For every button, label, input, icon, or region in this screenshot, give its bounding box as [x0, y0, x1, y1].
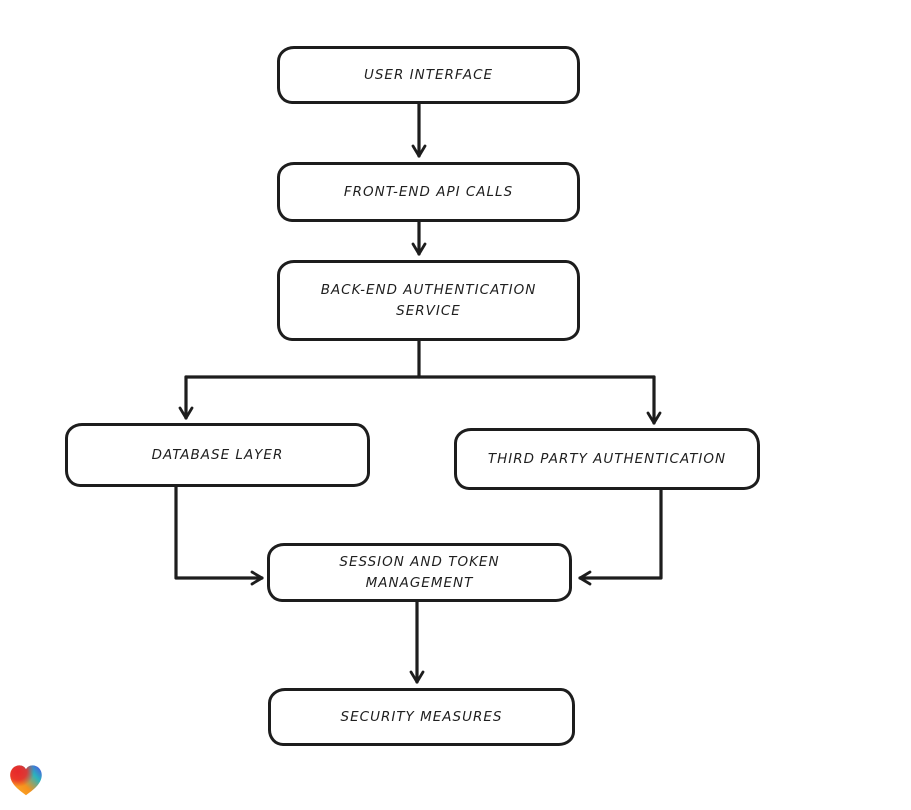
node-user-interface: USER INTERFACE: [277, 46, 580, 104]
node-front-end-api-calls-label: FRONT-END API CALLS: [343, 183, 514, 200]
node-database-layer-label: DATABASE LAYER: [151, 446, 284, 463]
node-session-and-token-management-label: SESSION AND TOKEN MANAGEMENT: [339, 553, 500, 591]
node-security-measures: SECURITY MEASURES: [268, 688, 575, 746]
node-front-end-api-calls: FRONT-END API CALLS: [277, 162, 580, 222]
node-user-interface-label: USER INTERFACE: [363, 66, 494, 83]
gradient-heart-logo[interactable]: [8, 763, 44, 797]
node-session-and-token-management: SESSION AND TOKEN MANAGEMENT: [267, 543, 572, 602]
node-third-party-authentication-label: THIRD PARTY AUTHENTICATION: [487, 450, 727, 467]
node-database-layer: DATABASE LAYER: [65, 423, 370, 487]
edge-database-layer-to-session: [174, 485, 264, 586]
node-back-end-authentication-service-label: BACK-END AUTHENTICATION SERVICE: [320, 281, 537, 319]
edge-third-party-to-session: [578, 488, 663, 586]
node-back-end-authentication-service: BACK-END AUTHENTICATION SERVICE: [277, 260, 580, 341]
heart-icon: [10, 765, 42, 796]
node-security-measures-label: SECURITY MEASURES: [340, 708, 503, 725]
node-third-party-authentication: THIRD PARTY AUTHENTICATION: [454, 428, 760, 490]
